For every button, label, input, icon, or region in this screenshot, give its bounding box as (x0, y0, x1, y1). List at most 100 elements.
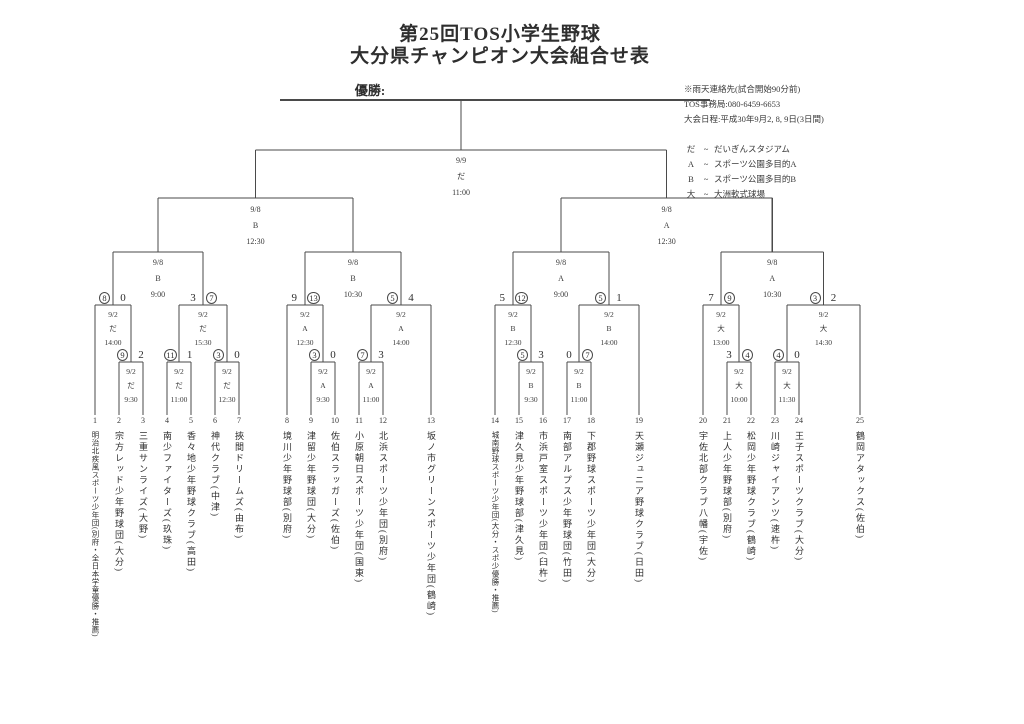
score-left: 7 (708, 292, 714, 304)
match-time: 14:00 (104, 338, 122, 347)
match-time: 9:30 (524, 395, 538, 404)
match-venue: B (252, 221, 259, 230)
match-time: 11:00 (170, 395, 188, 404)
team-number: 12 (379, 416, 387, 425)
match-time: 12:30 (504, 338, 522, 347)
team-name: 宗方レッド少年野球団(大分) (114, 431, 124, 573)
match-time: 11:00 (362, 395, 380, 404)
score-left: 5 (499, 292, 506, 304)
match-venue: B (510, 324, 516, 333)
match-time: 14:30 (814, 338, 833, 347)
match-venue: A (558, 274, 564, 283)
score-left: 0 (566, 349, 572, 361)
title-line-1: 第25回TOS小学生野球 (399, 24, 601, 45)
match-venue: A (368, 381, 374, 390)
team-name: 三重サンライズ(大野) (138, 431, 148, 540)
match-venue: 大 (735, 381, 743, 390)
match-date: 9/2 (318, 367, 328, 376)
match-date: 9/2 (716, 310, 726, 319)
match-date: 9/2 (396, 310, 406, 319)
team-name: 下郡野球スポーツ少年団(大分) (586, 431, 596, 584)
team-number: 5 (189, 416, 193, 425)
match-time: 9:30 (316, 395, 330, 404)
match-date: 9/8 (555, 258, 567, 267)
team-number: 7 (237, 416, 241, 425)
champion-label: 優勝: (354, 83, 386, 98)
team-name: 香々地少年野球クラブ(高田) (186, 431, 196, 573)
team-number: 20 (699, 416, 707, 425)
match-time: 12:30 (218, 395, 236, 404)
match-venue: A (320, 381, 326, 390)
team-number: 4 (165, 416, 169, 425)
score-right: 3 (538, 349, 544, 361)
score-right: 1 (186, 349, 193, 361)
team-number: 25 (856, 416, 864, 425)
title-line-2: 大分県チャンピオン大会組合せ表 (350, 46, 650, 67)
match-date: 9/8 (152, 258, 164, 267)
team-name: 佐伯スラッガーズ(佐伯) (330, 431, 340, 551)
team-name: 南部アルプス少年野球団(竹田) (562, 431, 572, 584)
score-left-winner: 5 (387, 292, 398, 304)
legend-item: B~スポーツ公園多目的B (688, 174, 797, 184)
match-time: 14:00 (392, 338, 410, 347)
score-right: 0 (330, 349, 336, 361)
score-left-winner: 5 (517, 349, 528, 361)
score-right: 0 (120, 292, 126, 304)
score-right-winner: 7 (582, 349, 593, 361)
match-venue: だ (223, 381, 231, 390)
team-name: 城南野球スポーツ少年団(大分・スポ少優勝・推薦) (491, 431, 500, 613)
team-name: 宇佐北部クラブ八幡(宇佐) (698, 431, 708, 562)
match-venue: 大 (783, 381, 791, 390)
score-right: 2 (138, 349, 144, 361)
score-left-winner: 5 (595, 292, 606, 304)
score-right-winner: 12 (515, 292, 528, 304)
office-phone: TOS事務局:080-6459-6653 (684, 99, 781, 109)
match-venue: だ (457, 172, 466, 181)
score-right-winner: 7 (206, 292, 217, 304)
match-date: 9/2 (366, 367, 376, 376)
score-left-winner: 3 (213, 349, 224, 361)
score-right-winner: 9 (724, 292, 735, 304)
match-date: 9/8 (661, 205, 672, 214)
match-time: 13:00 (712, 338, 730, 347)
match-date: 9/2 (782, 367, 792, 376)
match-date: 9/2 (526, 367, 536, 376)
match-date: 9/9 (455, 156, 467, 165)
team-number: 8 (285, 416, 289, 425)
score-right: 1 (616, 292, 622, 304)
score-left-winner: 3 (309, 349, 320, 361)
team-name: 神代クラブ(中津) (210, 431, 220, 518)
match-venue: 大 (819, 324, 828, 333)
legend-item: A~スポーツ公園多目的A (687, 159, 797, 169)
team-name: 市浜戸室スポーツ少年団(臼杵) (538, 431, 548, 584)
team-number: 1 (93, 416, 97, 425)
match-date: 9/2 (604, 310, 614, 319)
team-number: 10 (331, 416, 339, 425)
match-venue: B (606, 324, 612, 333)
match-date: 9/2 (222, 367, 232, 376)
match-time: 12:30 (657, 237, 676, 246)
score-right-winner: 4 (742, 349, 753, 361)
match-date: 9/8 (767, 258, 778, 267)
score-left-winner: 11 (164, 349, 177, 361)
match-time: 10:30 (763, 290, 782, 299)
